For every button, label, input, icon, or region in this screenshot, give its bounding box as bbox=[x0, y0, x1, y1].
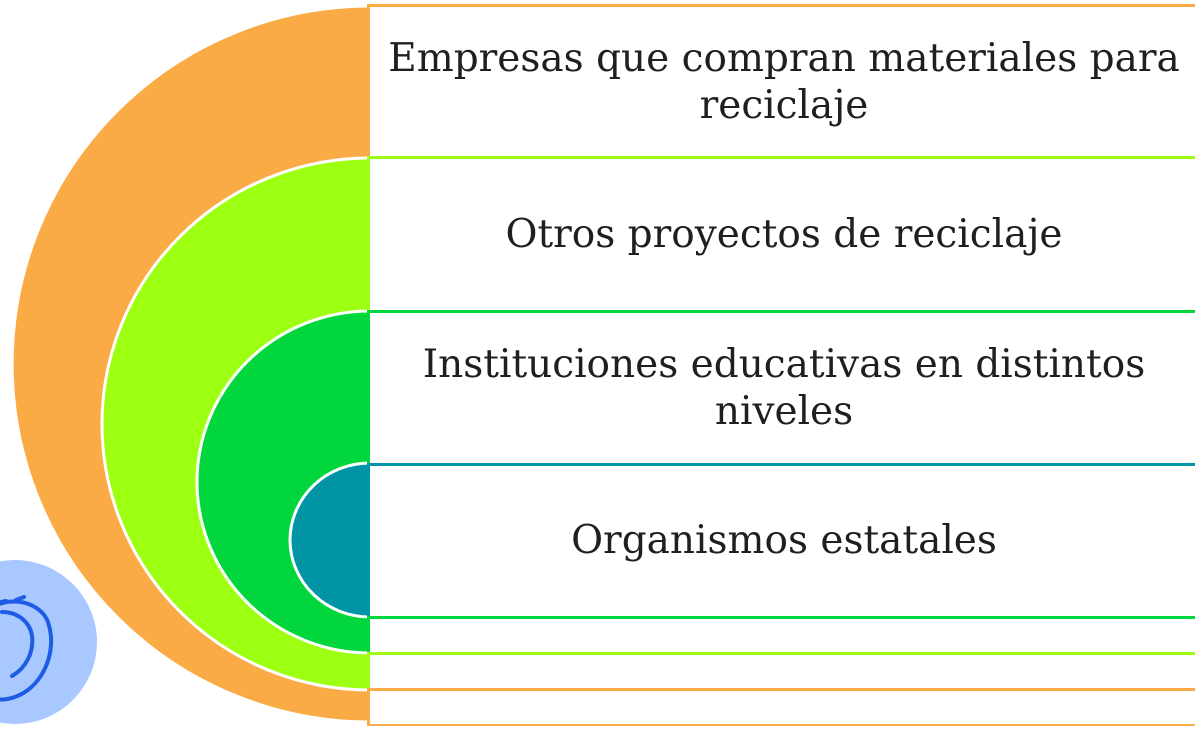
label-organismos: Organismos estatales bbox=[376, 468, 1192, 614]
strip-level-1 bbox=[369, 690, 1195, 726]
strip-level-2 bbox=[369, 654, 1195, 690]
label-otros-proyectos: Otros proyectos de reciclaje bbox=[376, 162, 1192, 308]
label-instituciones: Instituciones educativas en distintos ni… bbox=[376, 316, 1192, 462]
badge bbox=[0, 560, 97, 724]
badge-circle bbox=[0, 560, 97, 724]
strip-level-3 bbox=[369, 618, 1195, 654]
label-empresas: Empresas que compran materiales para rec… bbox=[376, 10, 1192, 156]
